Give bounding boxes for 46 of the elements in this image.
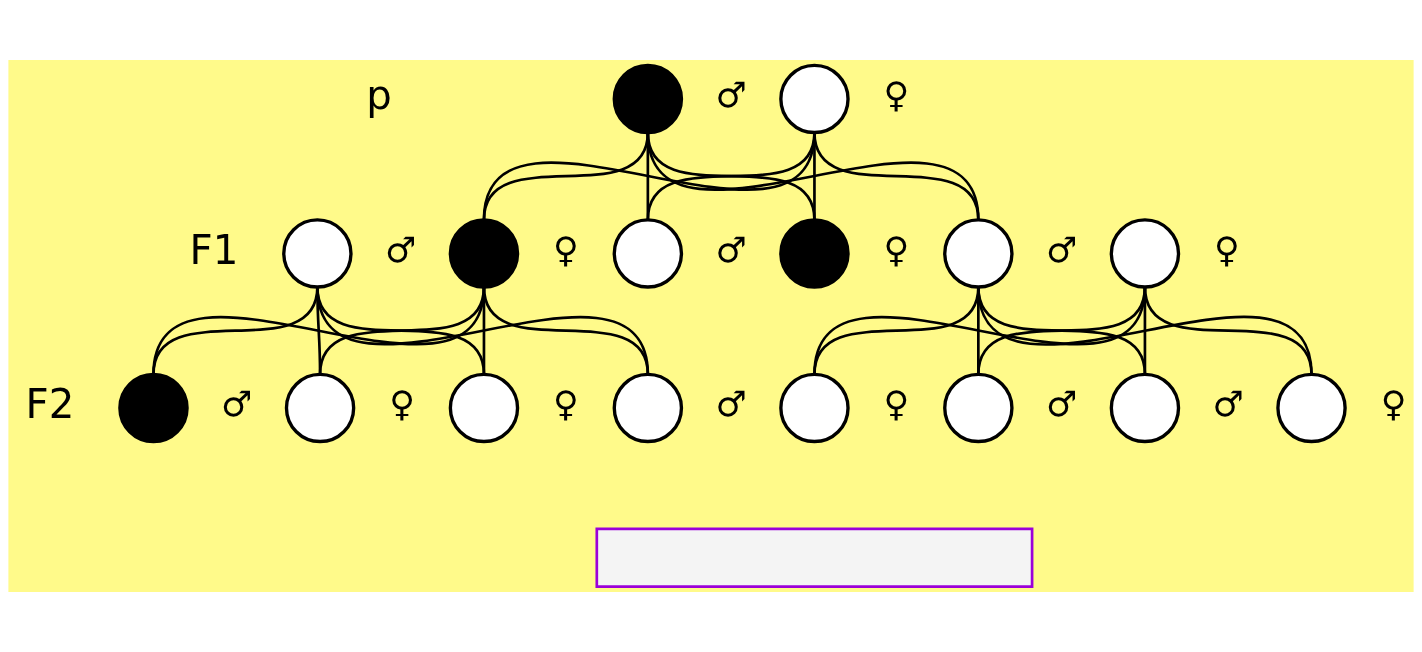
node-circle: [118, 372, 189, 444]
node-label: ♂: [385, 229, 417, 270]
label: F2: [25, 381, 75, 429]
node-circle: [284, 372, 356, 444]
node-label: ♂: [1045, 384, 1078, 425]
node-label: ♀: [1380, 384, 1407, 425]
node-box: [595, 527, 1034, 588]
connector: [482, 286, 650, 375]
node-circle: [448, 218, 520, 289]
node-label: ♀: [553, 229, 579, 270]
node-circle: [779, 372, 850, 444]
node-circle: [779, 218, 850, 289]
connector: [482, 132, 816, 221]
node-label: ♀: [553, 384, 579, 425]
node-circle: [448, 372, 520, 444]
node-circle: [612, 218, 684, 289]
label: F1: [189, 226, 239, 274]
connector: [316, 286, 650, 375]
node-label: ♂: [221, 384, 253, 425]
connector: [1143, 286, 1313, 375]
node-circle: [1109, 372, 1181, 444]
node-label: ♂: [1045, 229, 1078, 270]
connector: [977, 286, 1147, 375]
node-label: ♂: [1212, 384, 1244, 425]
node-label: ♂: [715, 229, 747, 270]
connector: [813, 132, 980, 221]
node-label: ♀: [389, 384, 415, 425]
node-circle: [282, 218, 353, 289]
node-circle: [612, 372, 684, 444]
node-label: ♀: [883, 229, 910, 270]
node-label: ♀: [883, 75, 910, 116]
connector: [152, 286, 486, 375]
label: p: [366, 72, 392, 120]
node-circle: [943, 372, 1014, 444]
connector: [813, 286, 1147, 375]
node-circle: [1109, 218, 1181, 289]
node-circle: [779, 63, 850, 135]
connector: [646, 132, 980, 221]
node-label: ♂: [715, 75, 747, 116]
node-circle: [1276, 372, 1347, 444]
node-label: ♀: [883, 384, 910, 425]
connector: [977, 286, 1313, 375]
node-label: ♀: [1214, 229, 1240, 270]
node-label: ♂: [715, 384, 747, 425]
node-circle: [612, 63, 684, 135]
node-circle: [943, 218, 1014, 289]
